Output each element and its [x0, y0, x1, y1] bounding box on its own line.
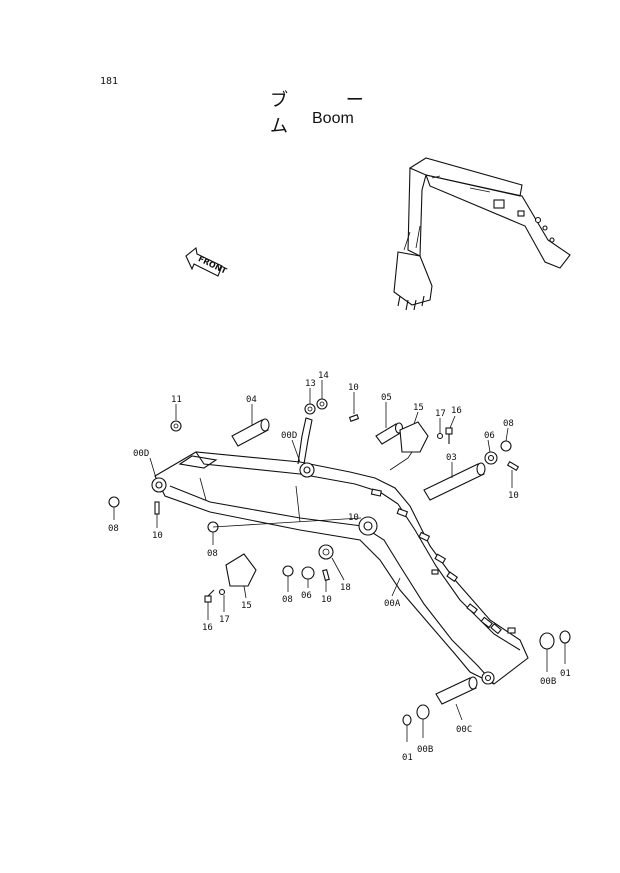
callout-00D: 00D	[281, 431, 297, 441]
callout-10: 10	[321, 595, 332, 605]
callout-08: 08	[207, 549, 218, 559]
callout-00D: 00D	[133, 449, 149, 459]
title-english: Boom	[312, 110, 354, 127]
boom-main-body	[151, 451, 529, 685]
callout-01: 01	[560, 669, 571, 679]
callout-00C: 00C	[456, 725, 472, 735]
callout-01: 01	[402, 753, 413, 763]
callout-08: 08	[503, 419, 514, 429]
boom-parts	[108, 398, 571, 726]
front-direction-arrow: FRONT	[185, 246, 229, 277]
page-number: 181	[100, 76, 119, 87]
callout-04: 04	[246, 395, 257, 405]
callout-17: 17	[219, 615, 230, 625]
front-arrow-label: FRONT	[197, 254, 229, 276]
callout-16: 16	[451, 406, 462, 416]
callout-15: 15	[413, 403, 424, 413]
callout-10: 10	[508, 491, 519, 501]
callout-14: 14	[318, 371, 329, 381]
excavator-overview-illustration	[393, 157, 571, 311]
title-japanese: ブ ー ム	[270, 90, 390, 137]
callout-06: 06	[301, 591, 312, 601]
callout-10: 10	[348, 383, 359, 393]
callout-08: 08	[282, 595, 293, 605]
callout-00B: 00B	[417, 745, 433, 755]
callout-16: 16	[202, 623, 213, 633]
pin-03	[423, 463, 485, 501]
callout-10: 10	[152, 531, 163, 541]
callout-17: 17	[435, 409, 446, 419]
callout-15: 15	[241, 601, 252, 611]
callout-08: 08	[108, 524, 119, 534]
leader-lines	[113, 380, 566, 742]
callout-00A: 00A	[384, 599, 401, 609]
callout-06: 06	[484, 431, 495, 441]
callout-05: 05	[381, 393, 392, 403]
callout-13: 13	[305, 379, 316, 389]
callout-03: 03	[446, 453, 457, 463]
callout-00B: 00B	[540, 677, 556, 687]
callout-labels: 11 04 13 14 10 05 15 17 16 08 00D 00D 06…	[108, 371, 571, 763]
pin-00C	[435, 677, 477, 705]
callout-18: 18	[340, 583, 351, 593]
callout-10: 10	[348, 513, 359, 523]
callout-11: 11	[171, 395, 182, 405]
